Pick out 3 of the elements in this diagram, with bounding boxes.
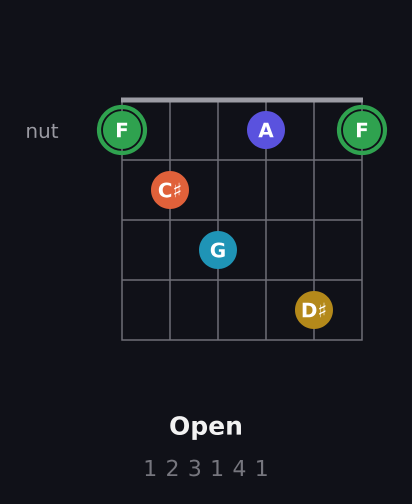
nut-label: nut [27,124,58,138]
finger-numbers: 1 2 3 1 4 1 [146,460,267,476]
chord-title: Open [170,416,241,440]
